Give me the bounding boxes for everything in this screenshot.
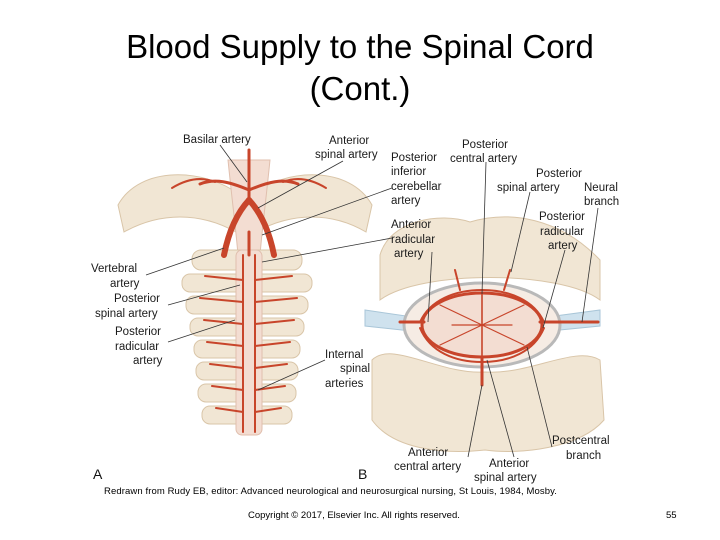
leader-lines	[145, 144, 599, 458]
label-anterior-central-1: Anterior	[408, 447, 448, 459]
label-vertebral-2: artery	[110, 278, 140, 290]
label-anterior-spinal-artery-2: spinal artery	[315, 149, 378, 161]
label-internal-spinal-1: Internal	[325, 349, 363, 361]
label-posterior-radicular-b-3: artery	[548, 240, 578, 252]
label-anterior-radicular-1: Anterior	[391, 219, 431, 231]
label-pica-1: Posterior	[391, 152, 437, 164]
label-anterior-spinal-artery-1: Anterior	[329, 135, 369, 147]
title-line-1: Blood Supply to the Spinal Cord	[126, 28, 594, 65]
copyright-notice: Copyright © 2017, Elsevier Inc. All righ…	[248, 510, 460, 521]
label-posterior-radicular-a-2: radicular	[115, 341, 159, 353]
label-neural-branch-2: branch	[584, 196, 619, 208]
panel-label-b: B	[358, 466, 367, 482]
label-posterior-central-2: central artery	[450, 153, 517, 165]
label-pica-4: artery	[391, 195, 421, 207]
label-posterior-radicular-a-1: Posterior	[115, 326, 161, 338]
label-anterior-central-2: central artery	[394, 461, 461, 473]
label-posterior-spinal-b-1: Posterior	[536, 168, 582, 180]
label-posterior-radicular-b-1: Posterior	[539, 211, 585, 223]
label-pica-3: cerebellar	[391, 181, 442, 193]
label-postcentral-2: branch	[566, 450, 601, 462]
label-posterior-spinal-a-1: Posterior	[114, 293, 160, 305]
panel-label-a: A	[93, 466, 103, 482]
arteries-a	[171, 148, 327, 433]
label-posterior-radicular-b-2: radicular	[540, 226, 584, 238]
label-pica-2: inferior	[391, 166, 426, 178]
panel-a-drawing	[117, 148, 373, 436]
label-neural-branch-1: Neural	[584, 182, 618, 194]
label-vertebral-1: Vertebral	[91, 263, 137, 275]
label-internal-spinal-3: arteries	[325, 378, 364, 390]
slide-title: Blood Supply to the Spinal Cord (Cont.)	[60, 26, 660, 110]
label-anterior-spinal-b-2: spinal artery	[474, 472, 537, 484]
spinal-cord-a	[235, 249, 263, 436]
label-anterior-spinal-b-1: Anterior	[489, 458, 529, 470]
label-posterior-central-1: Posterior	[462, 139, 508, 151]
label-postcentral-1: Postcentral	[552, 435, 610, 447]
label-internal-spinal-2: spinal	[340, 363, 370, 375]
vertebral-body	[371, 353, 605, 452]
label-posterior-spinal-b-2: spinal artery	[497, 182, 560, 194]
label-posterior-radicular-a-3: artery	[133, 355, 163, 367]
label-basilar-artery: Basilar artery	[183, 134, 251, 146]
figure-credit: Redrawn from Rudy EB, editor: Advanced n…	[104, 486, 557, 497]
title-line-2: (Cont.)	[309, 70, 411, 107]
panel-b-drawing	[364, 216, 605, 452]
label-anterior-radicular-3: artery	[394, 248, 424, 260]
label-posterior-spinal-a-2: spinal artery	[95, 308, 158, 320]
page-number: 55	[666, 510, 677, 521]
label-anterior-radicular-2: radicular	[391, 234, 435, 246]
